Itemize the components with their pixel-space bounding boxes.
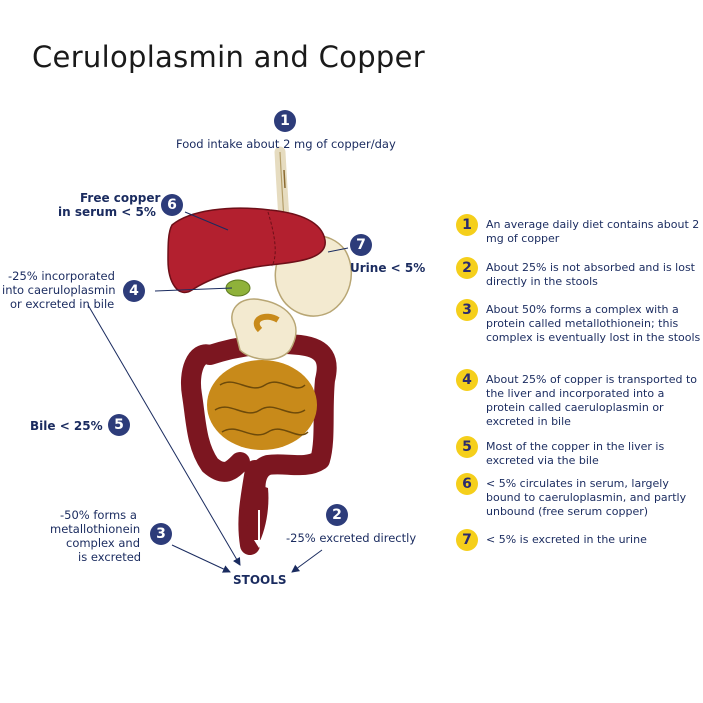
step-5-badge: 5 <box>108 414 130 436</box>
legend-badge-2: 2 <box>456 257 478 279</box>
legend-text-3: About 50% forms a complex with a protein… <box>486 303 701 344</box>
metallothionein-label-line3: complex and <box>66 536 141 550</box>
legend-badge-1: 1 <box>456 214 478 236</box>
step-4-badge: 4 <box>123 280 145 302</box>
step-1-badge: 1 <box>274 110 296 132</box>
step-2-badge: 2 <box>326 504 348 526</box>
incorporated-label-line1: -25% incorporated <box>8 269 115 283</box>
metallothionein-label-line4: is excreted <box>78 550 142 564</box>
food-intake-label: Food intake about 2 mg of copper/day <box>176 137 396 151</box>
legend-badge-4: 4 <box>456 369 478 391</box>
incorporated-label-line3: or excreted in bile <box>10 297 115 311</box>
bile-label: Bile < 25% <box>30 419 103 433</box>
page-title: Ceruloplasmin and Copper <box>32 40 425 74</box>
incorporated-label-line2: into caeruloplasmin <box>2 283 116 297</box>
step-3-badge: 3 <box>150 523 172 545</box>
metallothionein-label-line1: -50% forms a <box>60 508 137 522</box>
excreted-directly-label: -25% excreted directly <box>286 531 417 545</box>
small-intestine <box>207 360 317 450</box>
legend-badge-3: 3 <box>456 299 478 321</box>
legend-badge-5: 5 <box>456 436 478 458</box>
free-copper-label-line1: Free copper <box>80 191 161 205</box>
urine-label: Urine < 5% <box>350 261 426 275</box>
liver <box>167 207 326 293</box>
metallothionein-label-line2: metallothionein <box>50 522 141 536</box>
legend-text-2: About 25% is not absorbed and is lost di… <box>486 261 695 288</box>
legend-text-4: About 25% of copper is transported to th… <box>486 373 697 428</box>
legend-text-7: < 5% is excreted in the urine <box>486 533 647 546</box>
legend-text-1: An average daily diet contains about 2 m… <box>486 218 700 245</box>
legend-text-5: Most of the copper in the liver is excre… <box>486 440 665 467</box>
step-7-badge: 7 <box>350 234 372 256</box>
stools-label: STOOLS <box>233 573 287 587</box>
free-copper-label-line2: in serum < 5% <box>58 205 156 219</box>
legend-text-6: < 5% circulates in serum, largely bound … <box>486 477 687 518</box>
legend-badge-7: 7 <box>456 529 478 551</box>
step-6-badge: 6 <box>161 194 183 216</box>
legend-badge-6: 6 <box>456 473 478 495</box>
